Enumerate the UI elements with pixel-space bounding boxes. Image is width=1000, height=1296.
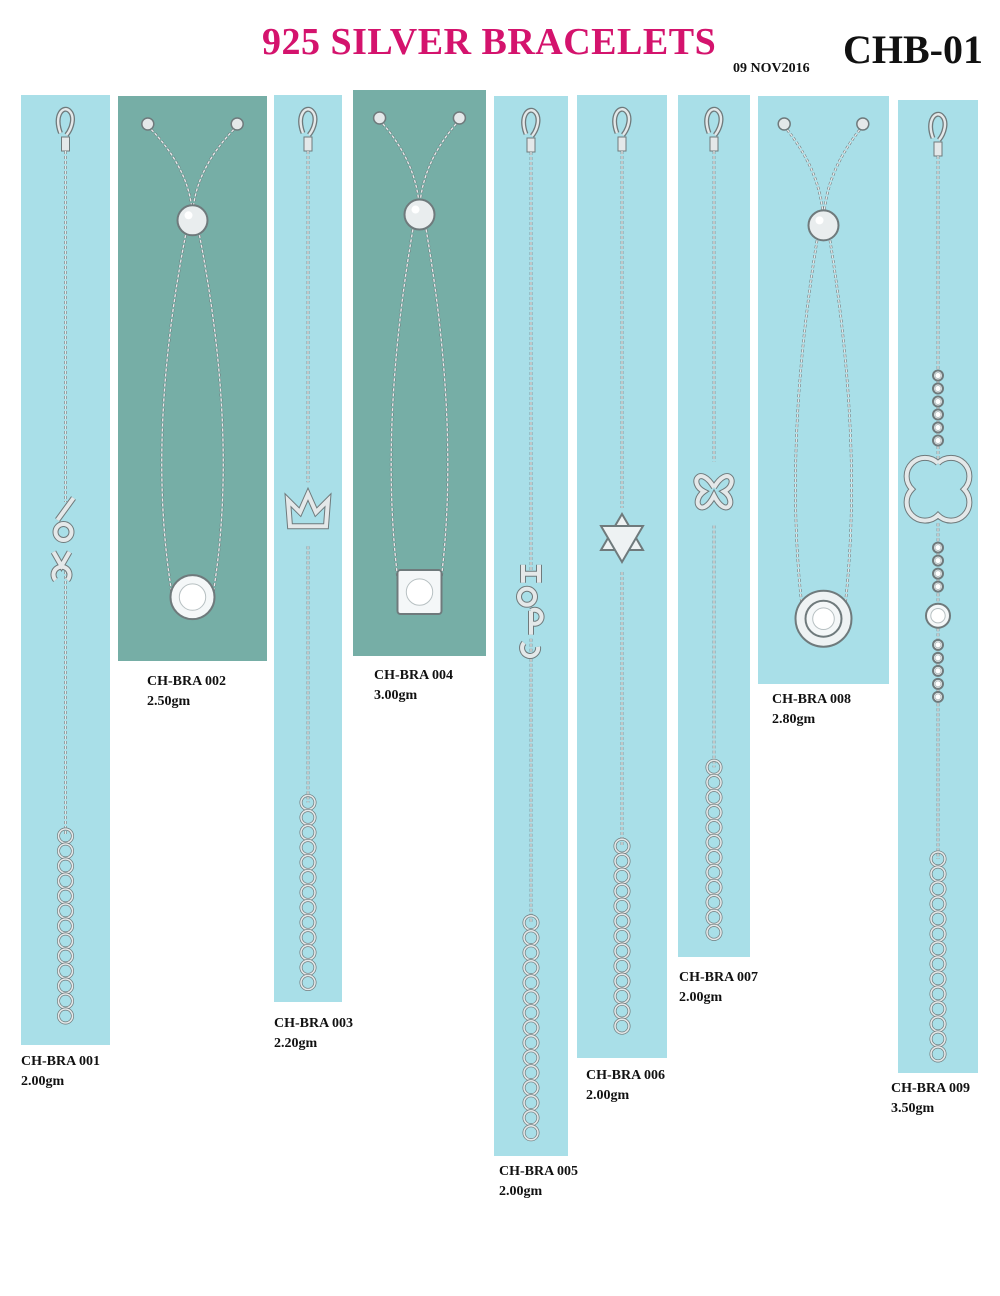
product-code: CH-BRA 008 (772, 692, 851, 707)
product-photo-001 (21, 95, 110, 1045)
product-label-002: CH-BRA 002 2.50gm (147, 672, 226, 712)
product-code: CH-BRA 009 (891, 1081, 970, 1096)
product-photo-002 (118, 96, 267, 661)
product-weight: 3.50gm (891, 1101, 935, 1116)
product-code: CH-BRA 003 (274, 1016, 353, 1031)
product-weight: 3.00gm (374, 688, 418, 703)
product-label-007: CH-BRA 007 2.00gm (679, 968, 758, 1008)
product-weight: 2.00gm (586, 1088, 630, 1103)
product-label-001: CH-BRA 001 2.00gm (21, 1052, 100, 1092)
product-weight: 2.50gm (147, 694, 191, 709)
product-photo-008 (758, 96, 889, 684)
product-code: CH-BRA 001 (21, 1054, 100, 1069)
page-title: 925 SILVER BRACELETS (262, 21, 717, 63)
product-photo-004 (353, 90, 486, 656)
product-label-008: CH-BRA 008 2.80gm (772, 690, 851, 730)
product-photo-003 (274, 95, 342, 1002)
product-photo-007 (678, 95, 750, 957)
product-label-005: CH-BRA 005 2.00gm (499, 1162, 578, 1202)
product-code: CH-BRA 004 (374, 668, 453, 683)
catalog-code: CHB-01 (843, 27, 983, 72)
product-photo-009 (898, 100, 978, 1073)
catalog-date: 09 NOV2016 (733, 61, 810, 76)
product-photo-005 (494, 96, 568, 1156)
product-photo-006 (577, 95, 667, 1058)
product-label-009: CH-BRA 009 3.50gm (891, 1079, 970, 1119)
product-code: CH-BRA 007 (679, 970, 758, 985)
product-weight: 2.00gm (21, 1074, 65, 1089)
product-weight: 2.80gm (772, 712, 816, 727)
product-label-006: CH-BRA 006 2.00gm (586, 1066, 665, 1106)
product-code: CH-BRA 006 (586, 1068, 665, 1083)
product-weight: 2.00gm (679, 990, 723, 1005)
product-label-004: CH-BRA 004 3.00gm (374, 666, 453, 706)
product-weight: 2.00gm (499, 1184, 543, 1199)
product-code: CH-BRA 002 (147, 674, 226, 689)
product-code: CH-BRA 005 (499, 1164, 578, 1179)
product-weight: 2.20gm (274, 1036, 318, 1051)
product-label-003: CH-BRA 003 2.20gm (274, 1014, 353, 1054)
